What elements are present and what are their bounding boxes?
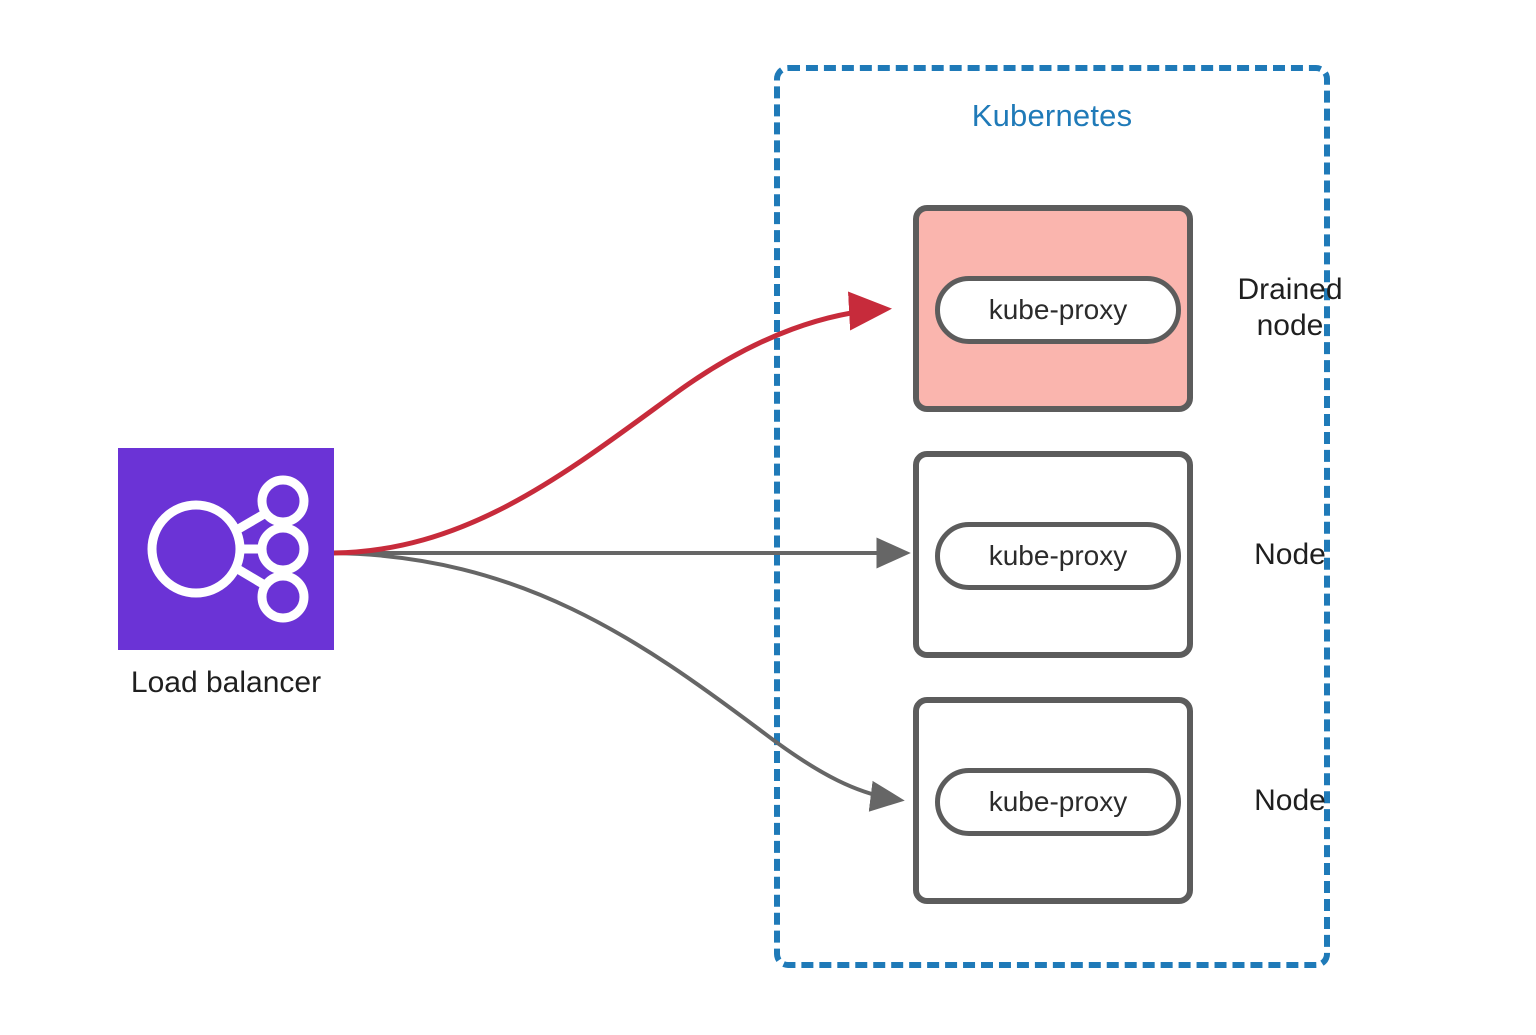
node-label-3: Node (1254, 784, 1326, 817)
node-label-drained: Drained node (1237, 273, 1343, 342)
node-label-2: Node (1254, 538, 1326, 571)
kube-proxy-pill-2[interactable]: kube-proxy (935, 522, 1181, 590)
load-balancer-icon (147, 475, 309, 623)
load-balancer-tile[interactable] (118, 448, 334, 650)
kube-proxy-pill-drained[interactable]: kube-proxy (935, 276, 1181, 344)
kubernetes-cluster-label: Kubernetes (971, 98, 1133, 133)
load-balancer-label: Load balancer (130, 666, 322, 699)
kube-proxy-pill-3[interactable]: kube-proxy (935, 768, 1181, 836)
